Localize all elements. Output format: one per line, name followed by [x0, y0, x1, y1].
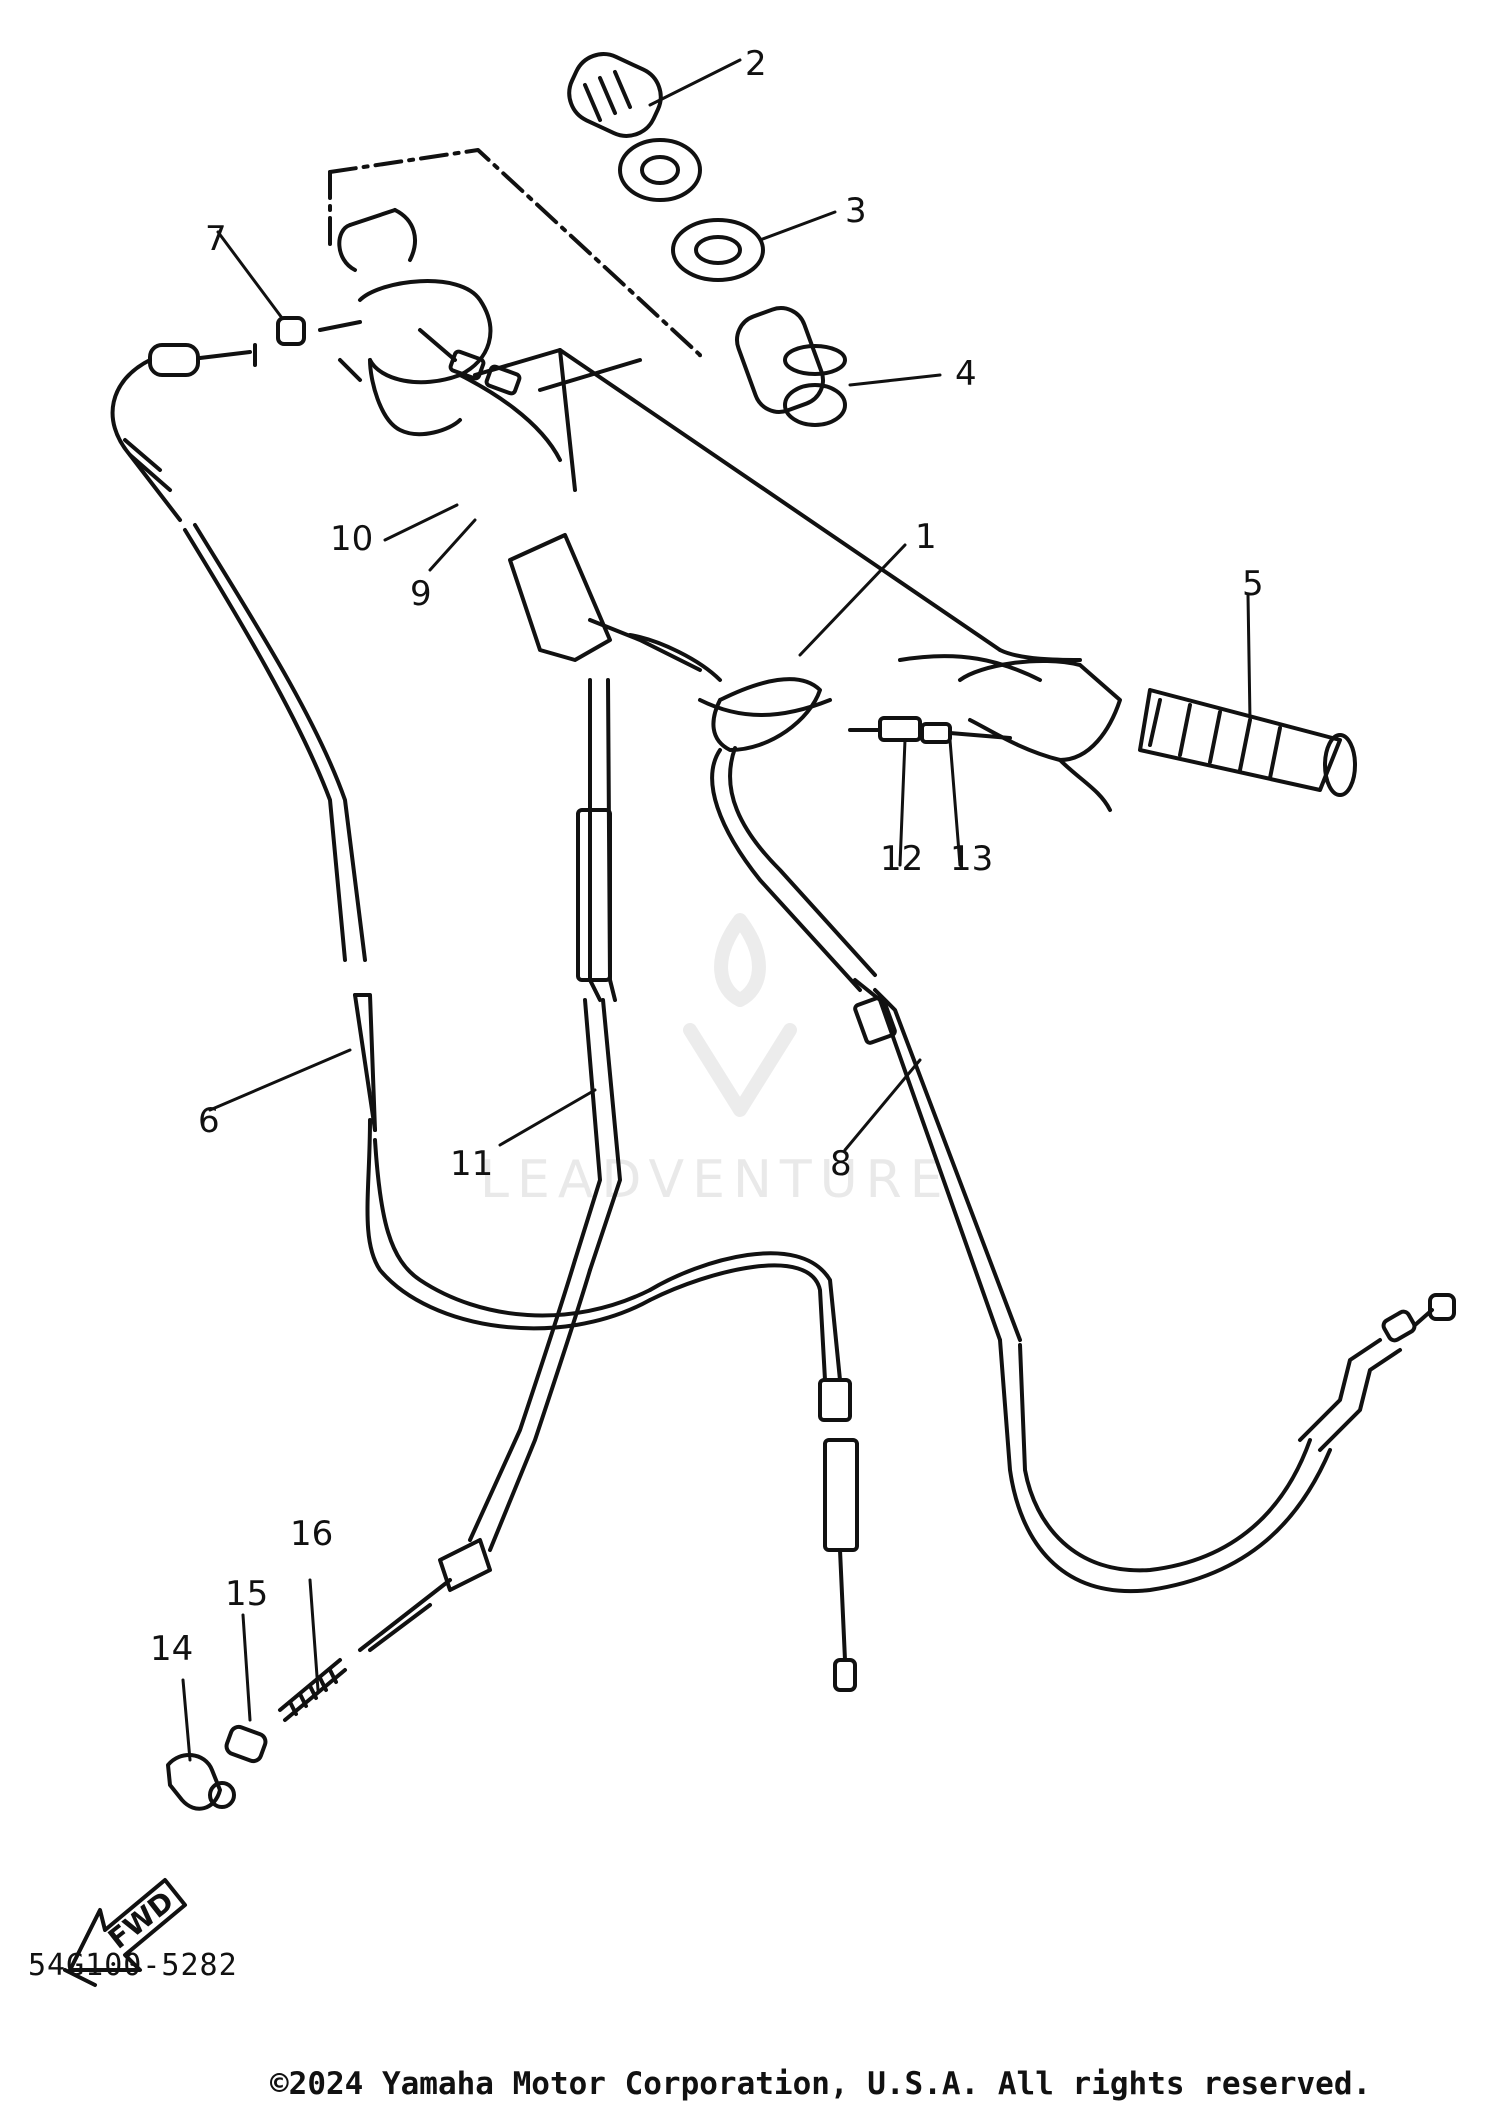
leader-lines	[181, 58, 1252, 1762]
callout-12: 12	[880, 839, 923, 879]
handlebar	[337, 208, 1082, 717]
throttle-housing	[338, 279, 562, 462]
throttle-sleeve	[735, 306, 847, 427]
callout-6: 6	[198, 1101, 220, 1141]
callout-15: 15	[225, 1574, 268, 1614]
callout-3: 3	[845, 191, 867, 231]
fwd-arrow	[63, 1878, 187, 1987]
callout-11: 11	[450, 1144, 493, 1184]
adjuster-right	[711, 677, 1012, 752]
grip-left	[567, 52, 702, 202]
holder-15	[224, 1724, 268, 1764]
callout-7: 7	[205, 219, 227, 259]
callout-labels: 1 2 3 4 5 6 7 8 9 10 11 12 13 14 15 16 F…	[102, 44, 1264, 1956]
cable-boot	[508, 533, 612, 662]
callout-10: 10	[330, 519, 373, 559]
callout-2: 2	[745, 44, 767, 84]
locknut-7	[276, 316, 362, 346]
callout-4: 4	[955, 354, 977, 394]
copyright-notice: ©2024 Yamaha Motor Corporation, U.S.A. A…	[270, 2066, 1372, 2102]
adjuster-14	[166, 1753, 236, 1811]
adjuster-left	[418, 328, 522, 396]
callout-1: 1	[915, 517, 937, 557]
callout-13: 13	[950, 839, 993, 879]
cable-11	[358, 678, 622, 1652]
spring-16	[278, 1658, 347, 1722]
grip-washer	[671, 218, 765, 282]
cable-6	[110, 343, 859, 1692]
subassembly-bracket	[328, 148, 702, 362]
callout-8: 8	[830, 1144, 852, 1184]
callout-16: 16	[290, 1514, 333, 1554]
grip-right	[958, 659, 1357, 812]
watermark-logo	[683, 913, 797, 1117]
cable-8	[710, 746, 1456, 1594]
callout-9: 9	[410, 574, 432, 614]
diagram-part-code: 54G100-5282	[28, 1948, 238, 1983]
callout-5: 5	[1242, 564, 1264, 604]
callout-14: 14	[150, 1629, 193, 1669]
